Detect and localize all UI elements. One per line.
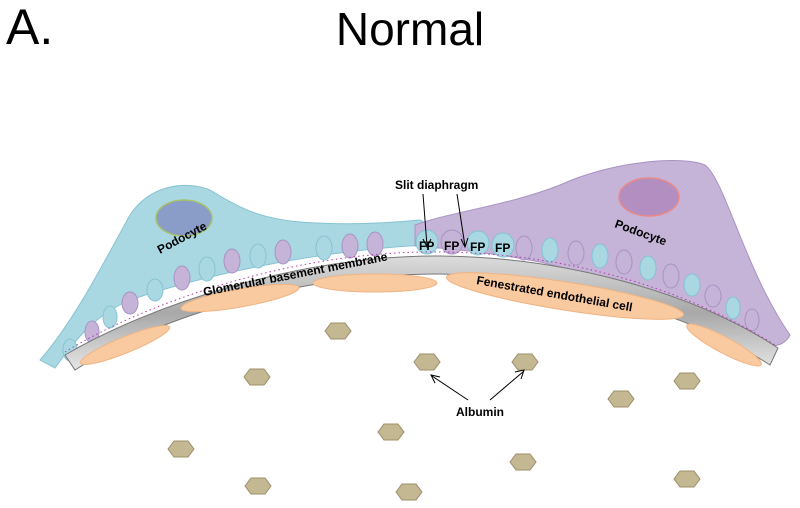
label-fp-3: FP [470, 240, 485, 254]
label-fp-4: FP [495, 241, 510, 255]
endothelial-cells [79, 272, 762, 367]
label-slit-diaphragm: Slit diaphragm [395, 178, 478, 192]
foot-processes [62, 229, 760, 362]
figure-title: Normal [335, 3, 485, 55]
nucleus-left [155, 199, 213, 237]
label-fp-2: FP [444, 239, 459, 253]
annotation-arrows [422, 193, 525, 401]
slit-diaphragm-line [64, 251, 776, 353]
panel-letter: A. [6, 0, 54, 55]
albumin-molecules [167, 322, 701, 501]
label-fp-1: FP [419, 239, 434, 253]
label-albumin: Albumin [456, 405, 504, 419]
nucleus-right [618, 177, 680, 217]
